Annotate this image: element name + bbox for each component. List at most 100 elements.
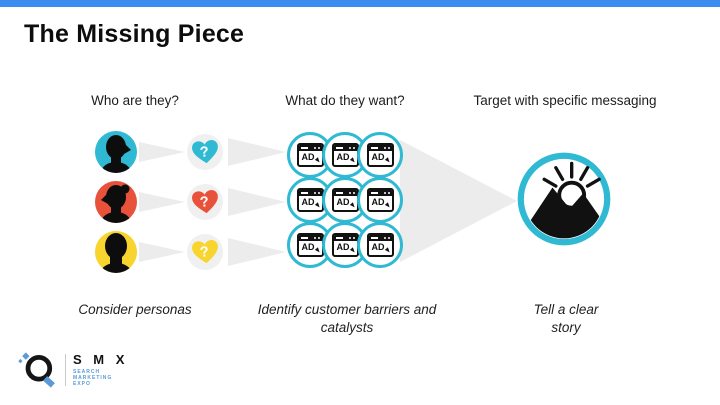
browser-window-icon: AD (296, 233, 324, 257)
logo-text-block: S M X SEARCH MARKETING EXPO (73, 352, 129, 388)
top-accent-bar (0, 0, 720, 7)
person-front-icon (98, 233, 134, 273)
browser-window-icon: AD (296, 143, 324, 167)
heart-icon: ? (191, 139, 218, 163)
person-profile-right-icon (99, 135, 133, 173)
mountain-sunrise-svg (517, 152, 611, 246)
caption-identify-barriers: Identify customer barriers and catalysts (257, 302, 437, 335)
ad-label-area: AD (299, 241, 322, 256)
window-titlebar (298, 145, 322, 151)
cursor-icon (349, 202, 356, 209)
arrow-heart-to-ads-3 (228, 238, 286, 266)
persona-icon-red (95, 181, 137, 223)
arrow-heart-to-ads-2 (228, 188, 286, 216)
arrow-persona-to-heart-3 (139, 242, 185, 262)
question-mark: ? (199, 244, 210, 261)
heart-question-icon-yellow: ? (187, 234, 223, 270)
arrow-persona-to-heart-2 (139, 192, 185, 212)
window-dots (349, 191, 355, 194)
logo-tagline-line: SEARCH (73, 369, 101, 375)
cursor-icon (349, 157, 356, 164)
logo-divider (65, 354, 66, 386)
browser-window-icon: AD (366, 143, 394, 167)
arrow-heart-to-ads-1 (228, 138, 286, 166)
arrow-ads-to-story (400, 140, 517, 262)
ad-label-area: AD (299, 151, 322, 166)
window-dots (384, 146, 390, 149)
question-mark: ? (199, 144, 210, 161)
column-header-who: Who are they? (91, 93, 179, 108)
window-dots (384, 236, 390, 239)
ad-window-icon: AD (322, 132, 368, 178)
ad-label-area: AD (299, 196, 322, 211)
window-titlebar (368, 145, 392, 151)
window-dots (349, 146, 355, 149)
ad-label-area: AD (334, 151, 357, 166)
persona-icon-teal (95, 131, 137, 173)
heart-question-icon-teal: ? (187, 134, 223, 170)
browser-window-icon: AD (296, 188, 324, 212)
ad-label: AD (301, 152, 315, 163)
caption-consider-personas: Consider personas (78, 302, 192, 317)
window-titlebar (368, 235, 392, 241)
logo-name: S M X (73, 352, 129, 367)
smx-magnifier-icon (18, 352, 55, 388)
window-menu-dash (300, 191, 308, 194)
browser-window-icon: AD (366, 188, 394, 212)
slide-title: The Missing Piece (24, 20, 245, 48)
ad-label: AD (336, 197, 350, 208)
window-titlebar (333, 235, 357, 241)
logo-tagline-line: MARKETING (73, 375, 113, 381)
window-dots (314, 146, 320, 149)
caption-tell-story: Tell a clear story (533, 302, 599, 335)
ad-label: AD (301, 197, 315, 208)
window-menu-dash (335, 146, 343, 149)
ad-window-icon: AD (357, 177, 403, 223)
window-titlebar (333, 190, 357, 196)
ad-label: AD (371, 242, 385, 253)
window-dots (349, 236, 355, 239)
mountain-sunrise-icon (516, 151, 612, 252)
window-titlebar (368, 190, 392, 196)
persona-icon-yellow (95, 231, 137, 273)
cursor-icon (314, 247, 321, 254)
window-titlebar (298, 235, 322, 241)
logo-tagline: SEARCH MARKETING EXPO (73, 369, 128, 387)
window-titlebar (298, 190, 322, 196)
ad-label: AD (336, 242, 350, 253)
ad-window-icon: AD (357, 132, 403, 178)
heart-question-icon-red: ? (187, 184, 223, 220)
ad-label-area: AD (369, 241, 392, 256)
ad-window-icon: AD (322, 177, 368, 223)
window-menu-dash (300, 146, 308, 149)
ad-label-area: AD (334, 196, 357, 211)
cursor-icon (384, 157, 391, 164)
ad-label-area: AD (334, 241, 357, 256)
cursor-icon (349, 247, 356, 254)
ad-label: AD (336, 152, 350, 163)
browser-window-icon: AD (331, 188, 359, 212)
column-header-target: Target with specific messaging (473, 93, 657, 108)
ad-label: AD (371, 152, 385, 163)
window-titlebar (333, 145, 357, 151)
window-menu-dash (370, 191, 378, 194)
logo-tagline-line: EXPO (73, 381, 91, 387)
ad-label: AD (371, 197, 385, 208)
window-dots (314, 191, 320, 194)
heart-icon: ? (191, 239, 218, 263)
window-dots (314, 236, 320, 239)
browser-window-icon: AD (366, 233, 394, 257)
browser-window-icon: AD (331, 143, 359, 167)
question-mark: ? (199, 194, 210, 211)
ad-label-area: AD (369, 151, 392, 166)
smx-logo: S M X SEARCH MARKETING EXPO (18, 350, 128, 390)
ad-window-icon: AD (357, 222, 403, 268)
arrow-persona-to-heart-1 (139, 142, 185, 162)
window-menu-dash (335, 236, 343, 239)
column-header-want: What do they want? (285, 93, 405, 108)
cursor-icon (314, 202, 321, 209)
window-dots (384, 191, 390, 194)
window-menu-dash (370, 146, 378, 149)
window-menu-dash (300, 236, 308, 239)
